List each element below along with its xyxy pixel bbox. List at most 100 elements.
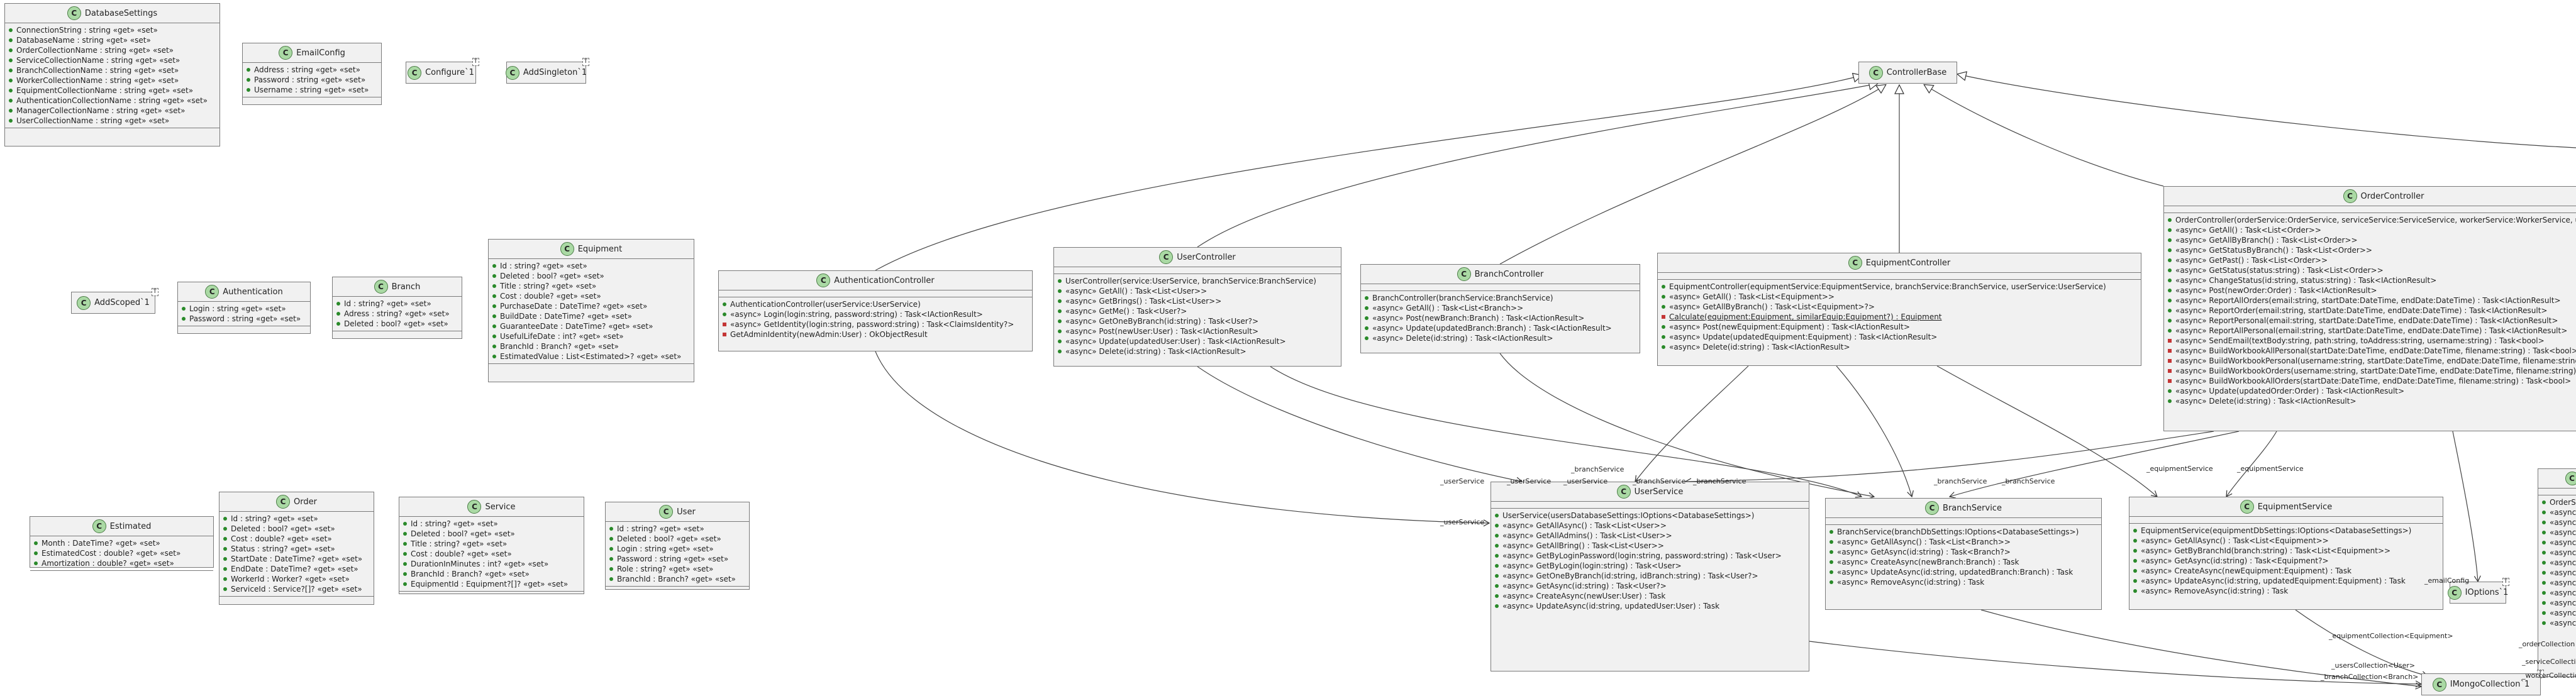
method-text: UserController(service:UserService, bran… [1065,277,1316,285]
class-name: Authentication [223,287,283,297]
fields-section [1826,518,2101,525]
association-label: _userService [1507,477,1552,485]
fields-section [1658,273,2141,280]
public-visibility-icon [403,562,407,566]
method-row: «async» CreateAsync(newEquipment:Equipme… [2129,566,2443,576]
public-visibility-icon [723,302,726,306]
class-name: EquipmentService [2257,502,2333,512]
field-text: BranchId : Branch? «get» «set» [617,575,736,583]
public-visibility-icon [9,119,13,123]
method-text: «async» GetAllBring() : Task<List<User>> [1502,541,1664,550]
method-text: «async» GetStatu [2550,528,2576,537]
public-visibility-icon [609,537,613,541]
field-row: BranchCollectionName : string «get» «set… [5,65,219,75]
class-icon: C [205,285,219,299]
public-visibility-icon [1058,350,1062,353]
method-row: «async» GetByBranchId(branch:string) : T… [2129,546,2443,556]
public-visibility-icon [1058,319,1062,323]
class-name: UserController [1177,252,1236,262]
class-icon: C [2432,677,2446,692]
class-name: IOptions`1 [2465,588,2509,597]
public-visibility-icon [403,522,407,526]
method-text: «async» GetBrings() : Task<List<User>> [1065,297,1222,306]
class-icon: C [279,46,293,60]
field-text: Id : string? «get» «set» [344,299,431,308]
method-row: «async» Post(newOrder:Order) : Task<IAct… [2164,285,2576,296]
public-visibility-icon [2133,549,2137,553]
method-row: OrderController(orderService:OrderServic… [2164,215,2576,225]
field-text: Login : string «get» «set» [617,544,714,553]
method-text: EquipmentService(equipmentDbSettings:IOp… [2141,526,2412,535]
public-visibility-icon [1365,326,1368,330]
field-row: Password : string «get» «set» [243,75,381,85]
class-icon: C [1925,501,1940,515]
fields-section: Id : string? «get» «set»Adress : string?… [333,297,462,331]
public-visibility-icon [336,312,340,316]
public-visibility-icon [34,551,38,555]
method-text: «async» Post(newBranch:Branch) : Task<IA… [1372,314,1585,323]
public-visibility-icon [223,517,227,521]
public-visibility-icon [492,304,496,308]
method-row: «async» GetAll() : Task<List<Branch>> [1361,303,1640,313]
public-visibility-icon [1495,534,1499,538]
public-visibility-icon [182,307,186,311]
field-text: Role : string? «get» «set» [617,565,714,573]
method-text: «async» GetStatusByBranch() : Task<List<… [2175,246,2372,255]
method-row: «async» RemoveAsync(id:string) : Task [1826,577,2101,587]
method-text: «async» GetByBr [2550,518,2576,527]
method-row: «async» GetAllA [2538,507,2576,517]
method-text: «async» GetAsync(id:string) : Task<User?… [1502,582,1667,590]
field-row: PurchaseDate : DateTime? «get» «set» [489,301,694,311]
field-row: BranchId : Branch? «get» «set» [606,574,749,584]
class-icon: C [408,65,422,80]
public-visibility-icon [2168,228,2172,232]
public-visibility-icon [2168,329,2172,333]
method-row: «async» Update(updatedBranch:Branch) : T… [1361,323,1640,333]
field-text: UserCollectionName : string «get» «set» [16,116,170,125]
method-row: «async» BuildWorkbookOrders(username:str… [2164,366,2576,376]
public-visibility-icon [609,577,613,581]
field-row: Cost : double? «get» «set» [399,549,584,559]
method-row: «async» BuildWorkbookAllPersonal(startDa… [2164,346,2576,356]
fields-section: ConnectionString : string «get» «set»Dat… [5,23,219,128]
public-visibility-icon [1662,305,1665,309]
public-visibility-icon [2542,500,2546,504]
method-row: «async» ReportOrder(email:string, startD… [2164,306,2576,316]
association-label: _equipmentCollection<Equipment> [2329,632,2453,640]
field-row: Month : DateTime? «get» «set» [30,538,213,548]
field-row: BuildDate : DateTime? «get» «set» [489,311,694,321]
public-visibility-icon [2168,299,2172,302]
methods-section: UserController(service:UserService, bran… [1054,274,1341,358]
field-text: Id : string? «get» «set» [500,262,587,270]
method-text: «async» GetAllAsync() : Task<List<Equipm… [2141,536,2329,545]
association-edge [2226,431,2277,498]
method-row: «async» GetMe() : Task<User?> [1054,306,1341,316]
field-text: BranchCollectionName : string «get» «set… [16,66,179,75]
method-text: «async» GetAll() : Task<List<Order>> [2175,226,2321,235]
method-row: «async» Delete(id:string) : Task<IAction… [1658,342,2141,352]
public-visibility-icon [1829,570,1833,574]
method-row: «async» GetAsyn [2538,588,2576,598]
private-visibility-icon [2168,379,2172,383]
fields-section: Address : string «get» «set»Password : s… [243,63,381,97]
field-row: Id : string? «get» «set» [399,519,584,529]
association-edge [875,351,1491,527]
method-text: «async» GetAsyn [2550,578,2576,587]
public-visibility-icon [1058,340,1062,343]
public-visibility-icon [2542,511,2546,514]
method-row: OrderService(or [2538,497,2576,507]
public-visibility-icon [1662,295,1665,299]
field-row: DatabaseName : string «get» «set» [5,35,219,45]
field-text: EquipmentCollectionName : string «get» «… [16,86,194,95]
public-visibility-icon [336,322,340,326]
fields-section: Id : string? «get» «set»Deleted : bool? … [489,259,694,364]
